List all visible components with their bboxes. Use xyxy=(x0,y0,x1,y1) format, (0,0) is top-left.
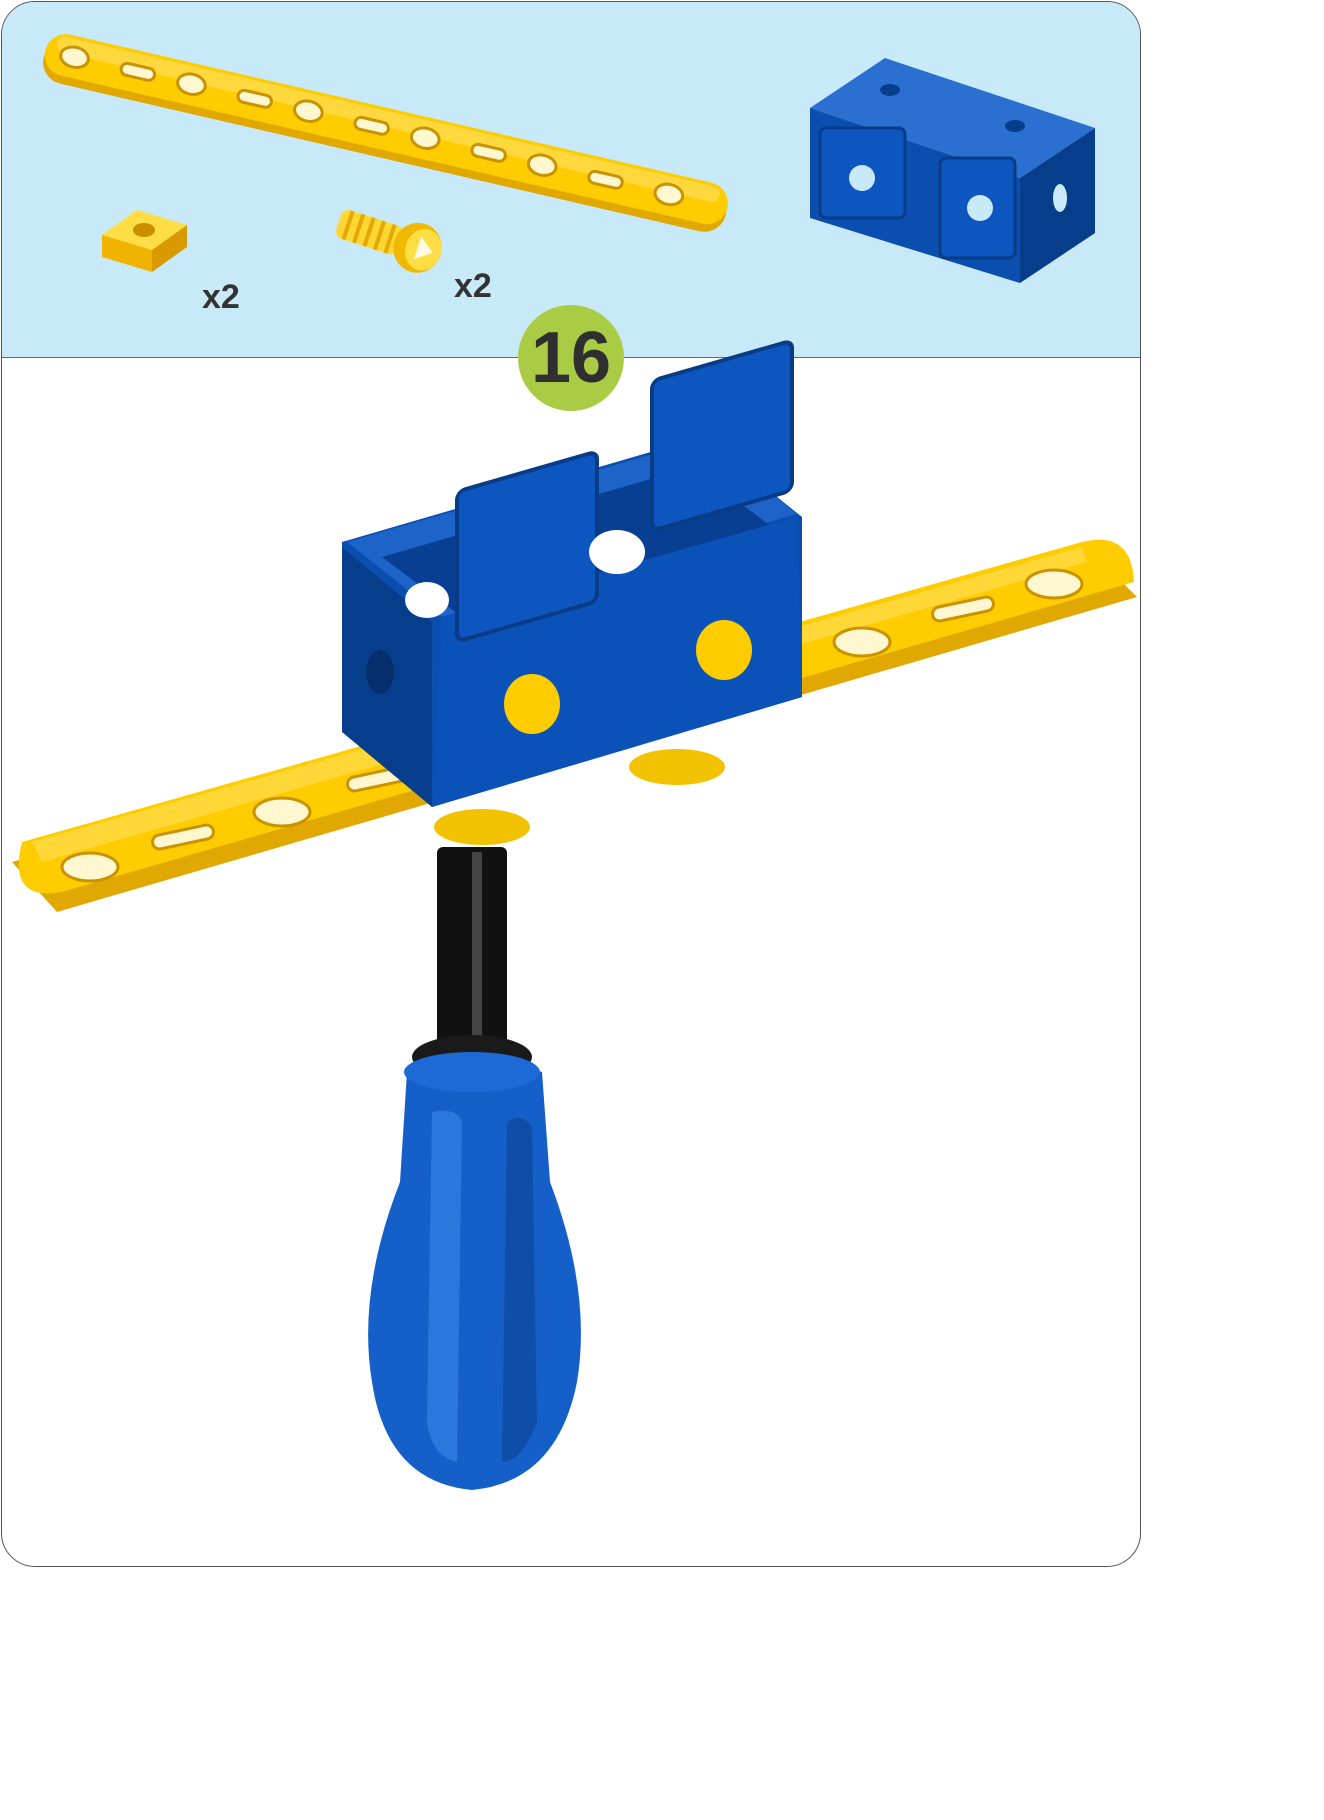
nut-quantity: x2 xyxy=(202,278,240,316)
screwdriver-icon xyxy=(368,847,581,1490)
strip-part-icon xyxy=(43,34,728,232)
step-number: 16 xyxy=(530,318,612,398)
step-number-badge: 16 xyxy=(518,305,624,411)
screw-icon xyxy=(336,209,442,273)
cube-block-part-icon xyxy=(810,58,1095,283)
assembled-block xyxy=(342,340,802,807)
screw-quantity: x2 xyxy=(454,267,492,305)
parts-panel: x2 x2 xyxy=(2,2,1140,358)
instruction-page: x2 x2 xyxy=(1,1,1141,1567)
assembly-illustration xyxy=(12,340,1137,1490)
page-frame: x2 x2 xyxy=(1,1,1141,1567)
square-nut-icon xyxy=(102,210,187,272)
